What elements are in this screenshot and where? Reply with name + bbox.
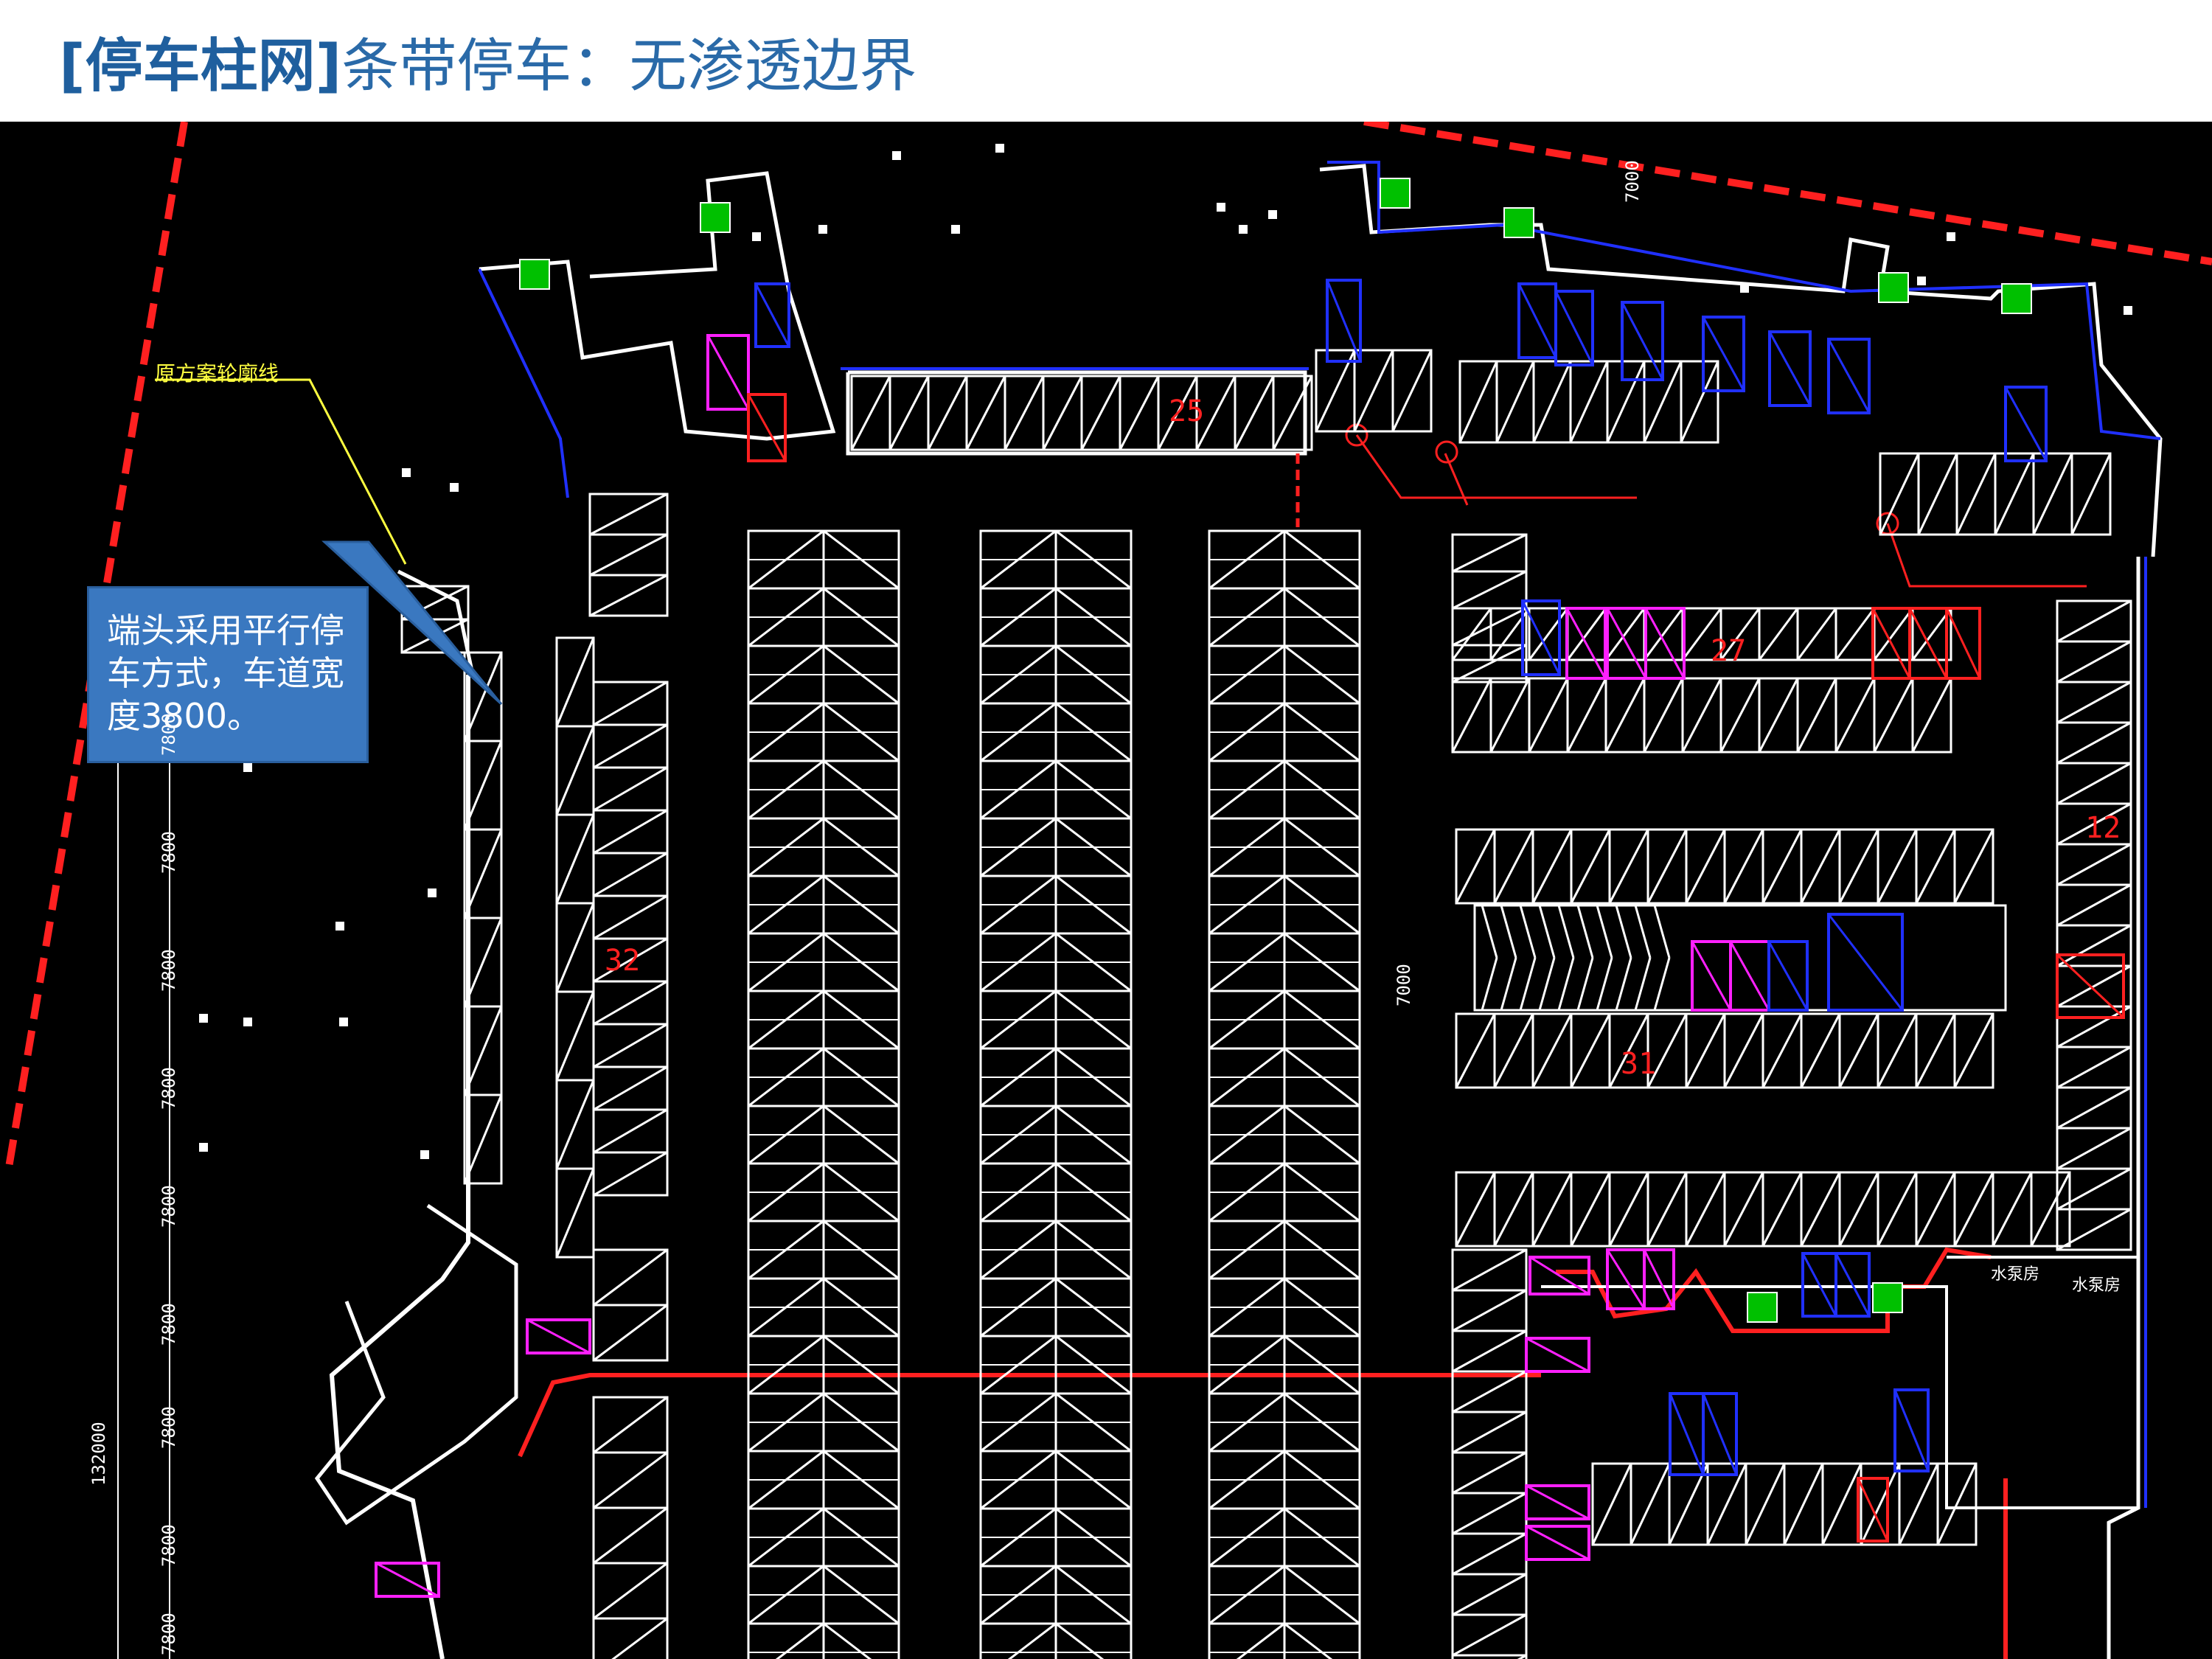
title-rest-part: 条带停车：无渗透边界	[341, 33, 917, 100]
core-top-right-blue	[1327, 161, 2161, 440]
dimension-left-3: 7800	[159, 949, 179, 992]
room-label-1: 水泵房	[2072, 1276, 2121, 1295]
cad-drawing: 端头采用平行停车方式，车道宽度3800。 原方案轮廓线 25 27 12 31 …	[0, 122, 2212, 1659]
parking-stalls	[400, 349, 2132, 1659]
parking-plan	[4, 122, 2212, 1659]
yellow-leader	[155, 378, 407, 565]
red-leader-1	[1355, 434, 1637, 499]
building-outline	[329, 675, 470, 1659]
site-boundary-top	[1363, 122, 2212, 265]
slide-header: [停车柱网]条带停车：无渗透边界	[0, 0, 2212, 122]
callout-box: 端头采用平行停车方式，车道宽度3800。	[87, 586, 369, 763]
dimension-left-2: 7800	[159, 831, 179, 874]
zone-number-27: 27	[1711, 634, 1747, 668]
zone-number-12: 12	[2085, 811, 2121, 845]
boundary-label: 原方案轮廓线	[155, 361, 279, 386]
building-outline-right	[2107, 557, 2140, 1659]
dimension-left-5: 7800	[159, 1185, 179, 1228]
top-wall	[846, 370, 1307, 456]
building-outline-top	[397, 569, 474, 672]
callout-text: 端头采用平行停车方式，车道宽度3800。	[107, 611, 344, 736]
zone-number-32: 32	[605, 944, 641, 978]
red-leader-3	[1886, 523, 2087, 588]
dimension-total: 132000	[88, 1422, 109, 1486]
dimension-left-9: 7800	[159, 1613, 179, 1655]
dimension-left-1: 7800	[159, 713, 179, 756]
zone-number-31: 31	[1621, 1047, 1657, 1081]
room-label-2: 水泵房	[1991, 1265, 2040, 1284]
dimension-left-6: 7800	[159, 1303, 179, 1346]
core-top-left	[479, 171, 836, 441]
dimension-left-7: 7800	[159, 1406, 179, 1449]
title-bracket-part: [停车柱网]	[59, 33, 342, 100]
slide-title: [停车柱网]条带停车：无渗透边界	[59, 29, 917, 103]
callout-pointer	[321, 540, 503, 706]
dimension-7000: 7000	[1394, 964, 1414, 1006]
zone-number-25: 25	[1169, 394, 1205, 428]
red-marker-2	[1435, 440, 1458, 464]
dimension-left-8: 7800	[159, 1524, 179, 1567]
color-markers	[199, 144, 2132, 1598]
core-top-left-blue	[478, 268, 569, 498]
core-bottom-left	[314, 1203, 518, 1526]
red-section-line	[518, 1373, 1541, 1458]
dimension-left-4: 7800	[159, 1067, 179, 1110]
dimension-top: 7000	[1622, 160, 1643, 203]
